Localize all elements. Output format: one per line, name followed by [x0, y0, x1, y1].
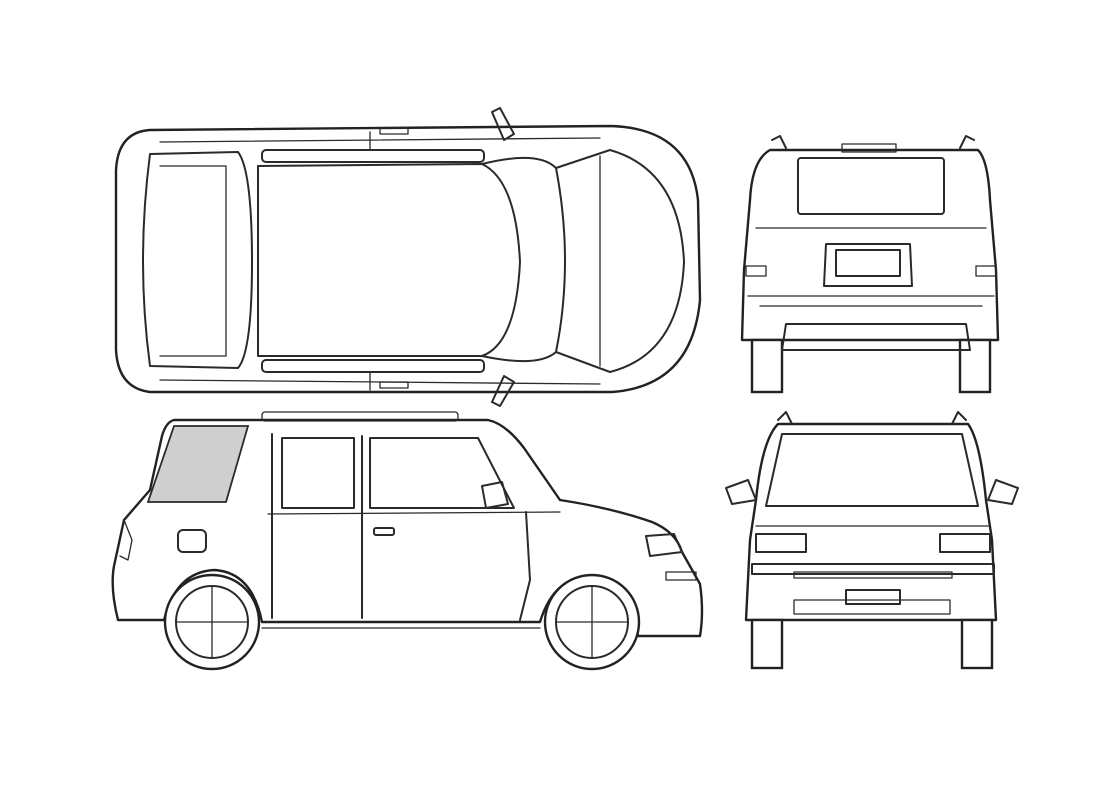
front-view [725, 411, 1019, 670]
top-view-rear-hatch [159, 165, 227, 357]
front-view-roof-rail-right [951, 411, 967, 425]
top-view-roof-rail-left [261, 149, 485, 163]
rear-view-window [797, 157, 945, 215]
rear-view-tail-light-left [745, 265, 767, 277]
side-view-front-door-rear-edge [519, 511, 531, 621]
top-view-outline [114, 124, 702, 394]
front-view-windshield [765, 433, 979, 507]
side-view-front-door-window [369, 437, 515, 509]
front-view-tire-left [750, 618, 784, 670]
side-view-front-wheel [543, 573, 641, 671]
rear-view-brake-light [841, 143, 897, 153]
rear-view-bumper [781, 323, 971, 351]
side-view-rear-door-window [281, 437, 355, 509]
side-view-door-handle [373, 527, 395, 536]
top-view-hood [555, 149, 685, 373]
front-view-mirror-right [987, 479, 1019, 505]
rear-view-tail-light-right [975, 265, 997, 277]
front-view-roof-rail-left [777, 411, 793, 425]
rear-view-license-plate-recess [823, 243, 913, 287]
top-view-mirror-right [491, 375, 515, 407]
front-view-grille-band [751, 563, 995, 575]
top-view-rear-window [142, 151, 253, 369]
rear-view-tire-right [958, 338, 992, 394]
front-view-mirror-left [725, 479, 757, 505]
top-view-windshield [481, 156, 566, 363]
side-view-rear-light [119, 519, 133, 561]
top-view-antenna [379, 127, 409, 135]
front-view-license-plate [845, 589, 901, 605]
side-view-fuel-door [177, 529, 207, 553]
side-view-side-mirror [481, 481, 509, 509]
side-view-tinted-rear-window [146, 425, 250, 503]
top-view-side-crease-left [159, 137, 601, 143]
side-view-front-marker [665, 571, 697, 581]
rear-view-license-plate [835, 249, 901, 277]
side-view-headlight [645, 533, 683, 557]
front-view-headlight-left [755, 533, 807, 553]
side-view [111, 411, 704, 671]
front-view-tire-right [960, 618, 994, 670]
rear-view [740, 135, 1000, 394]
side-view-roof-rail [261, 411, 459, 422]
side-view-rear-wheel [163, 573, 261, 671]
top-view-antenna-right [379, 381, 409, 389]
front-view-headlight-right [939, 533, 991, 553]
rear-view-roof-rail-right [959, 135, 975, 149]
rear-view-tire-left [750, 338, 784, 394]
top-view [114, 107, 702, 407]
front-view-bumper-intake [793, 599, 951, 615]
top-view-roof [257, 163, 521, 357]
top-view-mirror-left [491, 107, 515, 141]
front-view-outline [744, 422, 998, 622]
side-view-belt-line [267, 511, 561, 515]
front-view-lower-grille [793, 571, 953, 579]
rear-view-roof-rail-left [771, 135, 787, 149]
top-view-roof-rail-right [261, 359, 485, 373]
